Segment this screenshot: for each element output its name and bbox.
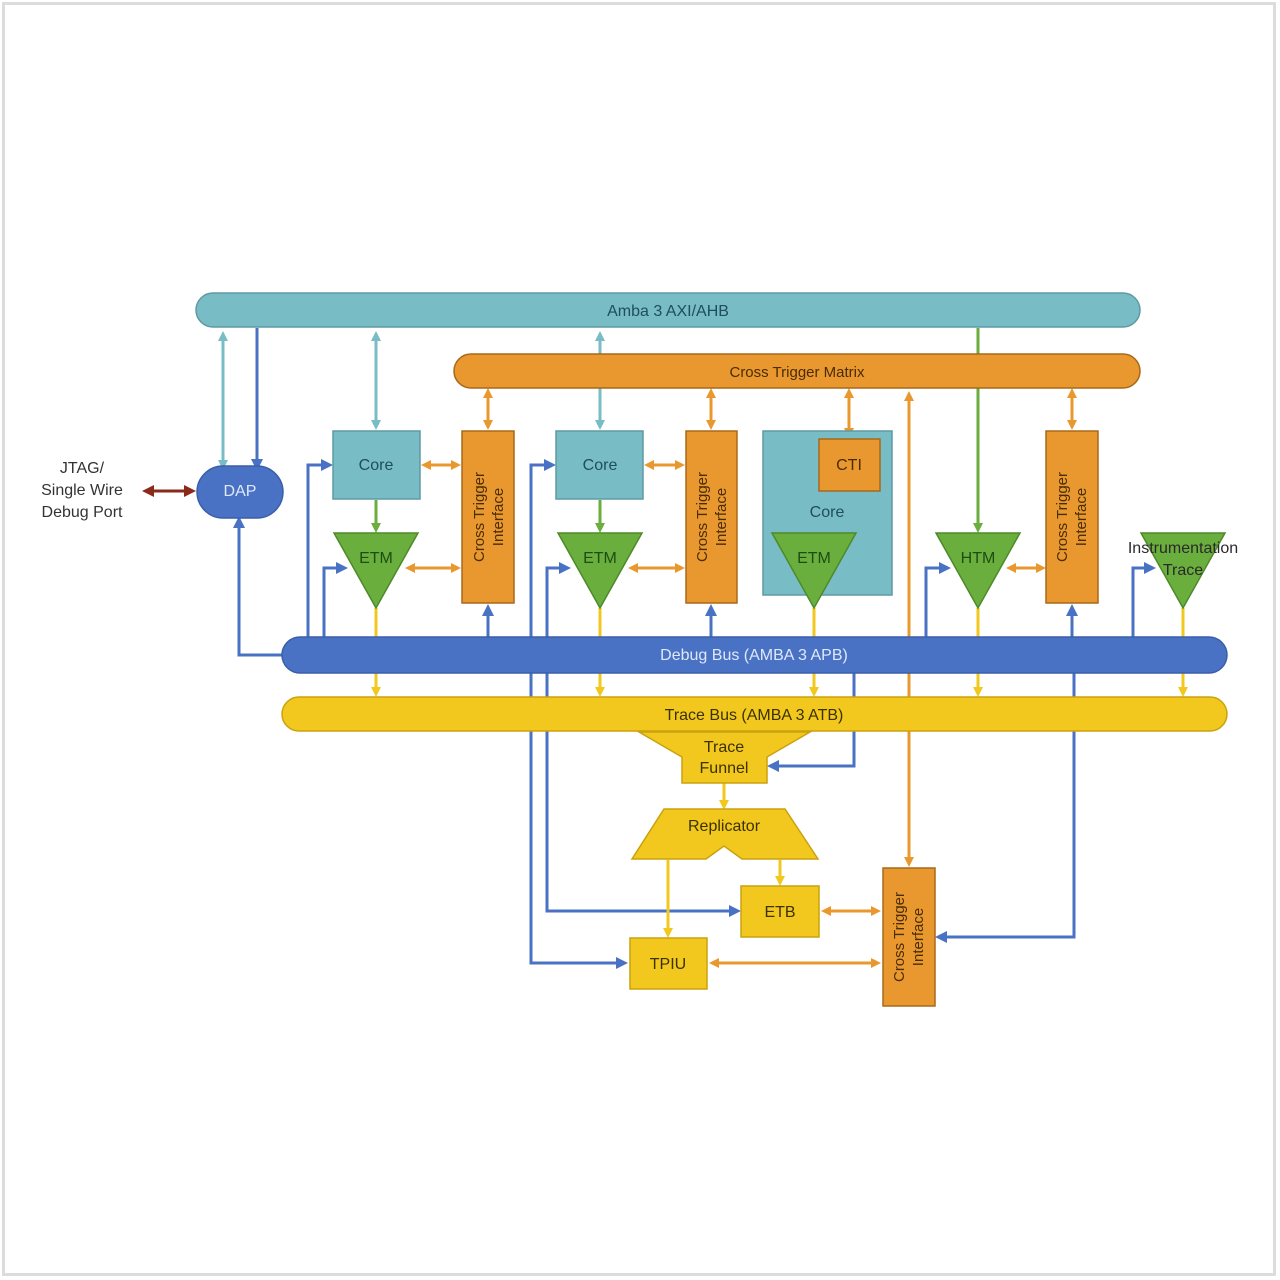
sink-cti-label-line1: Cross Trigger <box>891 892 908 982</box>
trace-bus-label: Trace Bus (AMBA 3 ATB) <box>665 707 844 724</box>
cross-trigger-matrix: Cross Trigger Matrix <box>453 353 1141 389</box>
replicator-label: Replicator <box>688 818 761 835</box>
cti2-block: Cross Trigger Interface <box>685 430 738 604</box>
trace-bus: Trace Bus (AMBA 3 ATB) <box>281 696 1228 732</box>
replicator-block: Replicator <box>630 808 820 860</box>
htm-cti-label-line2: Interface <box>1073 488 1090 546</box>
tpiu-label: TPIU <box>650 956 686 973</box>
core2-block: Core <box>555 430 644 500</box>
cti1-label-line2: Interface <box>490 488 507 546</box>
htm-block: HTM <box>934 532 1022 610</box>
cti1-label-line1: Cross Trigger <box>471 472 488 562</box>
etm1-block: ETM <box>332 532 420 610</box>
dap-label: DAP <box>224 483 257 500</box>
etm2-label: ETM <box>583 550 617 567</box>
tpiu-block: TPIU <box>629 937 708 990</box>
cti2-label-line2: Interface <box>713 488 730 546</box>
axi-bus: Amba 3 AXI/AHB <box>195 292 1141 328</box>
core1-block: Core <box>332 430 421 500</box>
funnel-label-line2: Funnel <box>700 760 749 777</box>
jtag-label: JTAG/ Single Wire Debug Port <box>41 460 123 521</box>
itm-label-line1: Instrumentation <box>1128 540 1238 557</box>
funnel-label-line1: Trace <box>704 739 744 756</box>
etb-label: ETB <box>764 904 795 921</box>
core3-cti-block <box>818 438 881 492</box>
itm-label-line2: Trace <box>1163 562 1203 579</box>
jtag-label-line2: Single Wire <box>41 482 123 499</box>
etm3-block: ETM <box>770 532 858 610</box>
sink-cti-block: Cross Trigger Interface <box>882 867 936 1007</box>
jtag-label-line3: Debug Port <box>42 504 123 521</box>
debug-core1-link <box>306 459 333 640</box>
etm1-label: ETM <box>359 550 393 567</box>
debug-htm-link <box>924 562 951 640</box>
cti1-block: Cross Trigger Interface <box>461 430 515 604</box>
dap-block: DAP <box>196 465 284 519</box>
sink-cti-label-line2: Interface <box>910 908 927 966</box>
etm3-label: ETM <box>797 550 831 567</box>
etb-block: ETB <box>740 885 820 938</box>
jtag-label-line1: JTAG/ <box>60 460 105 477</box>
core3-cti-label: CTI <box>836 457 862 474</box>
trace-funnel-block: Trace Funnel <box>636 731 813 784</box>
debug-bus: Debug Bus (AMBA 3 APB) <box>281 636 1228 674</box>
core3-label: Core <box>810 504 845 521</box>
htm-cti-block: Cross Trigger Interface <box>1045 430 1099 604</box>
debug-tpiu-link <box>529 672 628 969</box>
htm-label: HTM <box>961 550 996 567</box>
debug-etb-link <box>545 672 741 917</box>
debug-dap-link <box>233 516 284 657</box>
core2-label: Core <box>583 457 618 474</box>
debug-core2-link <box>529 459 556 640</box>
ctm-label: Cross Trigger Matrix <box>729 364 865 381</box>
debug-sink-cti-link <box>935 672 1076 943</box>
debug-etm1-link <box>322 562 348 640</box>
debug-itm-link <box>1131 562 1156 640</box>
instrumentation-trace-block: Instrumentation Trace <box>1128 532 1238 610</box>
axi-bus-label: Amba 3 AXI/AHB <box>607 303 729 320</box>
debug-bus-label: Debug Bus (AMBA 3 APB) <box>660 647 848 664</box>
cti2-label-line1: Cross Trigger <box>694 472 711 562</box>
etm2-block: ETM <box>556 532 644 610</box>
core1-label: Core <box>359 457 394 474</box>
htm-cti-label-line1: Cross Trigger <box>1054 472 1071 562</box>
debug-etm2-link <box>545 562 571 640</box>
